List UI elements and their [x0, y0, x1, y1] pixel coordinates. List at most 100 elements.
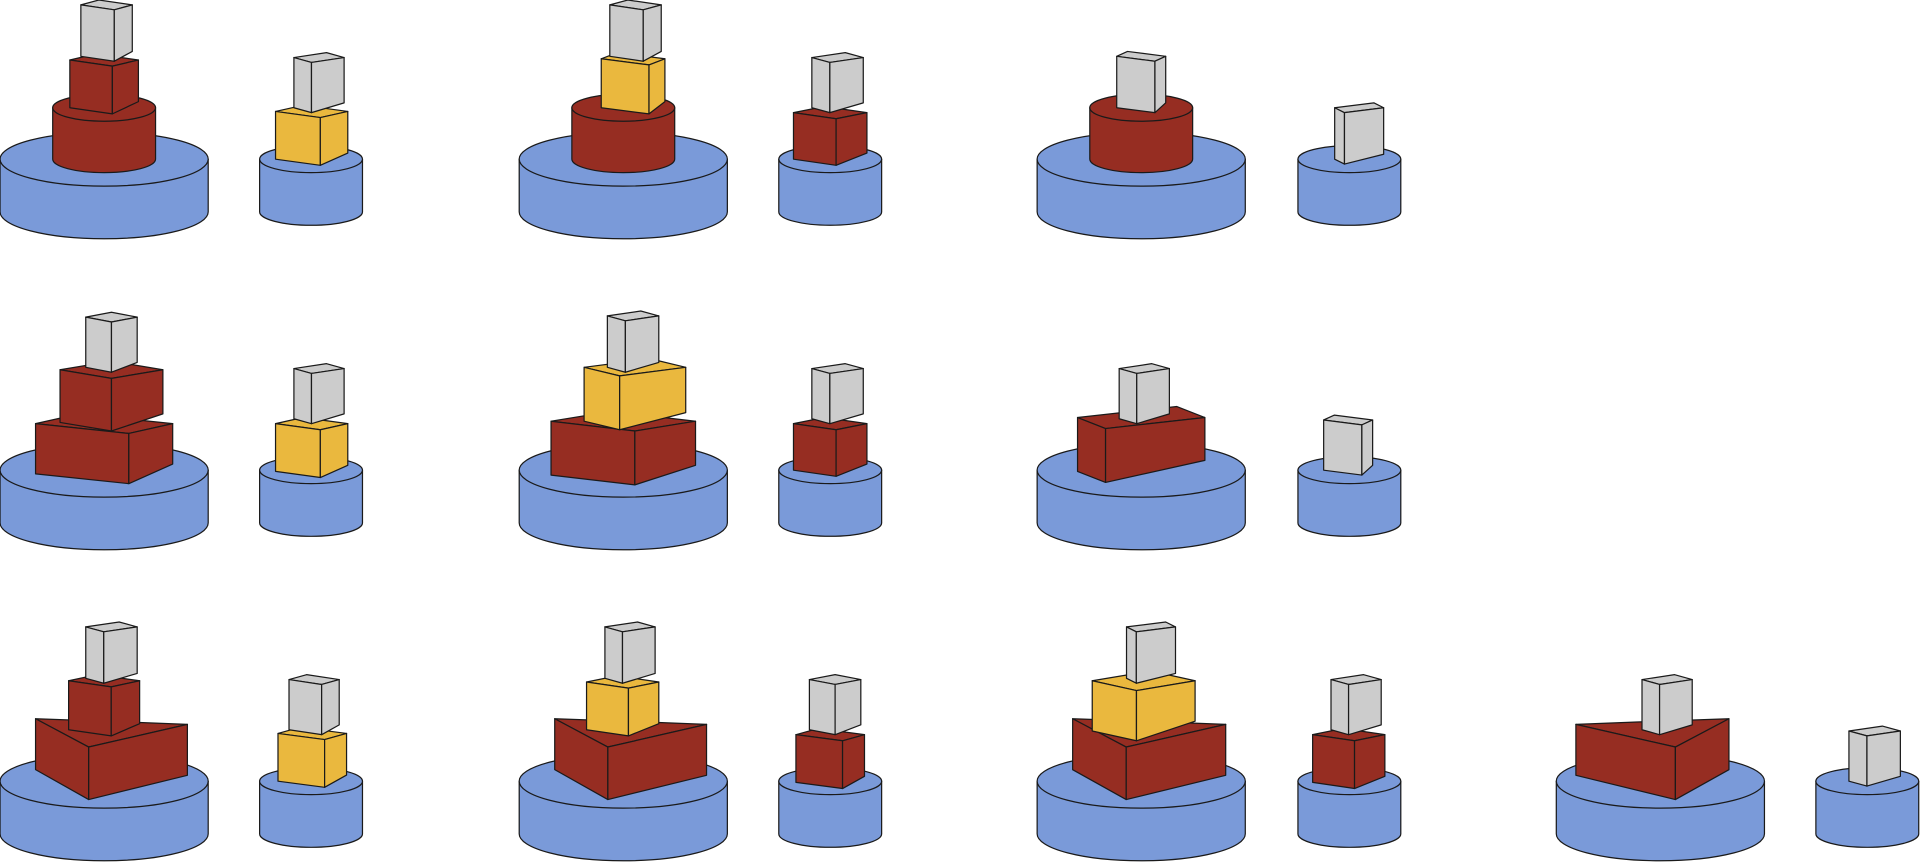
block-front: [293, 367, 313, 425]
block-front: [277, 732, 326, 788]
block-side: [619, 366, 687, 431]
block-front: [274, 423, 321, 479]
block-front: [1076, 416, 1107, 484]
block-front: [606, 315, 626, 373]
cylinder-side: [778, 780, 883, 848]
stack-8: [259, 363, 364, 537]
block-front: [80, 4, 115, 62]
gray-prism: [293, 363, 345, 425]
block-side: [319, 423, 349, 479]
block-front: [1125, 626, 1137, 684]
stack-19: [1555, 674, 1766, 862]
block-front: [1334, 107, 1346, 165]
block-side: [1343, 107, 1385, 165]
gray-prism: [808, 674, 862, 736]
cylinder-side: [259, 158, 364, 226]
gray-prism: [609, 0, 662, 62]
gray-prism: [1323, 414, 1374, 476]
stack-10: [778, 363, 883, 537]
block-front: [85, 316, 113, 373]
block-side: [110, 369, 164, 432]
gray-prism: [85, 621, 138, 684]
block-side: [1104, 416, 1206, 484]
block-side: [310, 56, 345, 114]
gray-prism: [1118, 363, 1170, 425]
gray-prism: [1330, 674, 1382, 736]
cylinder-side: [1297, 158, 1402, 226]
stack-1: [0, 0, 209, 240]
block-front: [85, 626, 105, 684]
cylinder-side: [1815, 780, 1920, 848]
block-front: [792, 112, 837, 166]
block-side: [841, 734, 866, 790]
cylinder-side: [52, 107, 157, 174]
block-side: [835, 423, 868, 477]
wedge-face: [1674, 718, 1730, 801]
cylinder-side: [1297, 780, 1402, 848]
block-side: [110, 680, 141, 737]
stack-2: [259, 52, 364, 226]
cylinder-side: [259, 469, 364, 537]
block-front: [34, 423, 130, 485]
block-front: [59, 369, 113, 432]
block-front: [609, 4, 644, 62]
block-front: [1323, 419, 1363, 476]
block-front: [274, 110, 321, 166]
yellow-block: [274, 104, 349, 166]
block-front: [808, 678, 836, 736]
block-front: [811, 56, 831, 114]
gray-prism: [811, 52, 864, 114]
block-side: [835, 112, 868, 166]
block-side: [111, 59, 140, 115]
red-block: [792, 416, 868, 477]
cylinder-side: [259, 780, 364, 848]
red-block: [792, 105, 868, 166]
wedge-face: [88, 723, 188, 801]
block-side: [310, 367, 345, 425]
block-side: [128, 423, 174, 485]
block-side: [624, 315, 660, 373]
block-side: [321, 678, 340, 736]
block-side: [642, 4, 662, 62]
block-front: [585, 681, 630, 737]
stack-18: [1297, 674, 1402, 848]
block-front: [1091, 680, 1138, 742]
gray-prism: [85, 311, 138, 373]
block-side: [1361, 419, 1374, 476]
gray-prism: [606, 310, 660, 373]
cylinder-side: [571, 107, 676, 174]
gray-prism: [1116, 50, 1167, 114]
stack-15: [518, 621, 728, 862]
cylinder-side: [778, 469, 883, 537]
block-front: [600, 58, 650, 115]
block-side: [1135, 626, 1177, 684]
block-front: [1330, 678, 1350, 736]
block-front: [1116, 55, 1156, 114]
gray-prism: [1641, 674, 1693, 736]
stack-20: [1815, 725, 1920, 848]
wedge-face: [607, 723, 708, 801]
block-side: [324, 732, 348, 788]
stack-14: [259, 674, 364, 848]
block-front: [604, 626, 624, 684]
block-front: [1641, 678, 1661, 736]
yellow-block: [274, 416, 349, 479]
cylinder-side: [1297, 469, 1402, 537]
stack-17: [1036, 621, 1246, 862]
block-front: [293, 56, 313, 114]
block-side: [1866, 730, 1901, 787]
block-side: [1658, 678, 1693, 736]
block-side: [834, 678, 862, 736]
block-front: [1848, 730, 1868, 787]
yellow-block: [600, 52, 666, 115]
stack-9: [518, 310, 728, 551]
stack-3: [518, 0, 728, 240]
block-side: [829, 367, 864, 425]
block-side: [1347, 678, 1382, 736]
block-front: [583, 366, 621, 431]
block-side: [1135, 680, 1196, 742]
block-front: [550, 420, 636, 486]
block-front: [69, 59, 113, 115]
block-front: [68, 680, 112, 737]
